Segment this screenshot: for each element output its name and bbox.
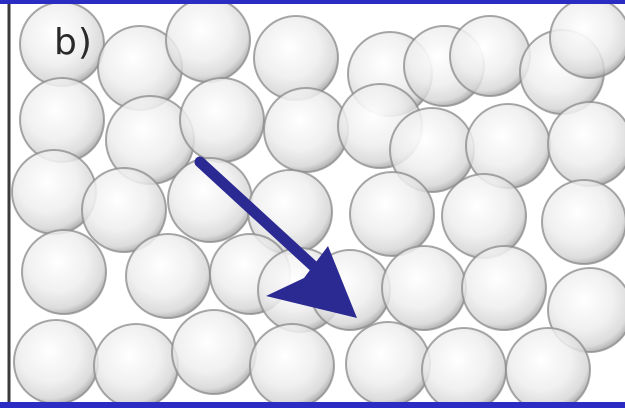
sphere: [14, 320, 98, 404]
sphere: [346, 322, 430, 406]
sphere: [172, 310, 256, 394]
sphere: [166, 0, 250, 82]
sphere: [462, 246, 546, 330]
panel-label: b): [54, 22, 93, 63]
sphere: [382, 246, 466, 330]
sphere: [350, 172, 434, 256]
sphere: [20, 78, 104, 162]
sphere: [264, 88, 348, 172]
sphere: [250, 324, 334, 408]
sphere: [422, 328, 506, 408]
sphere: [548, 102, 625, 186]
sphere: [506, 328, 590, 408]
sphere: [126, 234, 210, 318]
sphere: [94, 324, 178, 408]
sphere: [442, 174, 526, 258]
sphere: [180, 78, 264, 162]
sphere: [542, 180, 625, 264]
sphere: [22, 230, 106, 314]
sphere: [550, 0, 625, 78]
top-frame: [0, 0, 625, 4]
sphere: [254, 16, 338, 100]
bottom-frame: [0, 402, 625, 408]
sphere: [450, 16, 530, 96]
